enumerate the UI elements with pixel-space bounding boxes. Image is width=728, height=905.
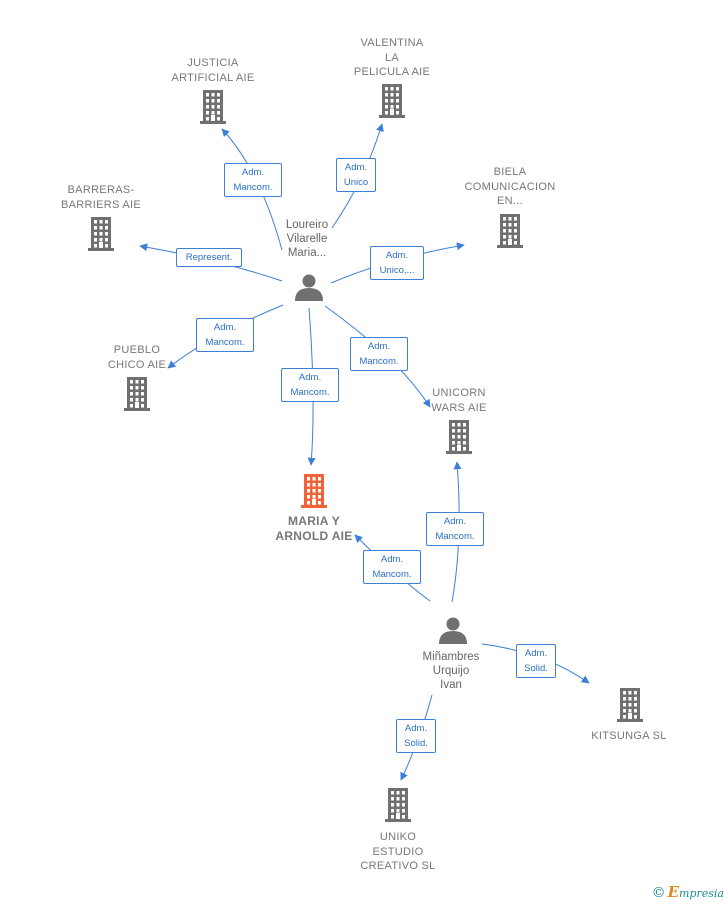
building-icon[interactable] <box>200 90 226 124</box>
company-label-unicorn[interactable]: UNICORN WARS AIE <box>431 387 487 414</box>
edge-label-minambres-maria[interactable]: Adm. Mancom. <box>363 550 421 584</box>
copyright-symbol: © <box>651 885 666 901</box>
building-icon[interactable] <box>379 84 405 118</box>
edge-label-loureiro-unicorn[interactable]: Adm. Mancom. <box>350 337 408 371</box>
person-label-loureiro[interactable]: Loureiro Vilarelle Maria... <box>285 219 329 259</box>
company-label-justicia[interactable]: JUSTICIA ARTIFICIAL AIE <box>171 57 255 84</box>
edge-label-loureiro-justicia[interactable]: Adm. Mancom. <box>224 163 282 197</box>
building-icon[interactable] <box>301 474 327 508</box>
company-label-biela[interactable]: BIELA COMUNICACION EN... <box>464 166 556 207</box>
building-icon[interactable] <box>385 788 411 822</box>
edge-label-minambres-kitsunga[interactable]: Adm. Solid. <box>516 644 556 678</box>
edge-label-loureiro-barreras[interactable]: Represent. <box>176 247 242 267</box>
edge-label-loureiro-valentina[interactable]: Adm. Unico <box>336 158 376 192</box>
edge-label-loureiro-biela[interactable]: Adm. Unico,... <box>370 246 424 280</box>
brand-name: mpresia <box>679 887 724 900</box>
building-icon[interactable] <box>446 420 472 454</box>
company-label-valentina[interactable]: VALENTINA LA PELICULA AIE <box>353 37 431 78</box>
company-label-pueblo[interactable]: PUEBLO CHICO AIE <box>107 344 167 371</box>
person-icon[interactable] <box>439 617 467 645</box>
edges-layer <box>139 123 590 781</box>
icons-layer <box>88 84 643 822</box>
edge-label-minambres-uniko[interactable]: Adm. Solid. <box>396 719 436 753</box>
company-label-uniko[interactable]: UNIKO ESTUDIO CREATIVO SL <box>360 831 436 872</box>
building-icon[interactable] <box>617 688 643 722</box>
brand-initial: E <box>667 883 680 901</box>
company-label-kitsunga[interactable]: KITSUNGA SL <box>591 730 667 742</box>
person-label-minambres[interactable]: Miñambres Urquijo Ivan <box>422 651 480 691</box>
building-icon[interactable] <box>497 214 523 248</box>
person-icon[interactable] <box>295 274 323 302</box>
edge-label-loureiro-pueblo[interactable]: Adm. Mancom. <box>196 318 254 352</box>
building-icon[interactable] <box>124 377 150 411</box>
company-label-barreras[interactable]: BARRERAS- BARRIERS AIE <box>60 184 141 211</box>
brand-logo: ©Empresia <box>652 883 724 901</box>
company-label-maria[interactable]: MARIA Y ARNOLD AIE <box>275 514 353 543</box>
building-icon[interactable] <box>88 217 114 251</box>
edge-label-minambres-unicorn[interactable]: Adm. Mancom. <box>426 512 484 546</box>
edge-label-loureiro-maria[interactable]: Adm. Mancom. <box>281 368 339 402</box>
